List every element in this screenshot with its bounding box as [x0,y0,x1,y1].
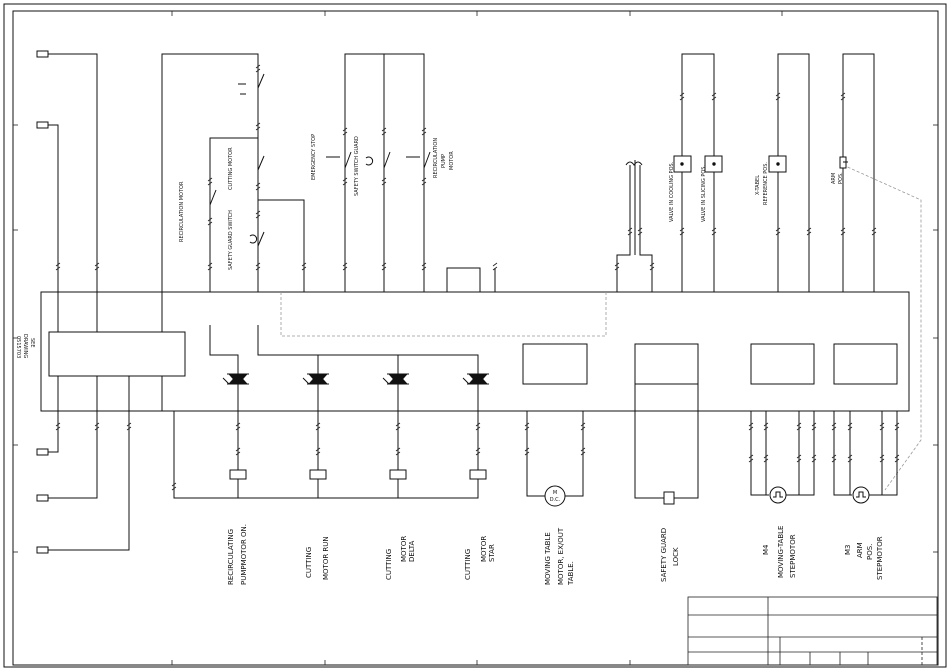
out-m4-1: M4 [762,544,770,555]
out-table-1: MOVING TABLE [544,532,552,585]
module-block-1 [522,343,588,385]
left-terminals [36,50,163,554]
label-safety-guard-switch: SAFETY GUARD SWITCH [228,210,234,270]
out-m3-4: STEPMOTOR [876,536,884,580]
dashed-link-2 [842,164,922,491]
output-circuits [173,384,898,507]
module-block-2 [634,343,699,385]
controller-module [40,291,910,412]
out-m3-1: M3 [844,545,852,556]
module-block-3 [750,343,815,385]
out-recirc-1: RECIRCULATING [227,529,235,585]
out-star-2: MOTOR [480,536,488,562]
out-table-2: MOTOR, EX/OUT [557,527,565,585]
out-lock-2: LOCK [672,547,680,566]
out-lock-1: SAFETY GUARD [660,528,668,582]
label-emergency-stop: EMERGENCY STOP [311,134,317,180]
out-m3-2: ARM [856,542,864,558]
side-ref-3: 0515703 [15,336,21,358]
out-delta-1: CUTTING [385,549,393,580]
valve-sensor-lines [616,53,875,292]
label-valve-slicing: VALVE IN SLICING POS. [701,165,707,222]
label-valve-cooling: VALVE IN COOLING POS. [669,161,675,222]
power-supply-block [48,331,186,377]
side-ref-1: SEE [29,338,35,348]
label-recirc-pump-2: PUMP [441,154,447,168]
dc-motor-m: M [553,490,557,496]
triac-outputs [222,373,489,385]
out-m3-3: POS. [866,544,874,560]
out-m4-3: STEPMOTOR [789,534,797,578]
out-m4-2: MOVING-TABLE [777,526,785,578]
out-star-3: STAR [488,544,496,562]
label-xtable-2: REFERENCE POS. [763,162,769,205]
label-arm-pos-1: ARM [831,173,837,184]
module-block-4 [833,343,898,385]
motor-contacts [161,53,479,411]
title-block [687,596,938,666]
out-delta-2: MOTOR [400,536,408,562]
out-table-3: TABLE. [567,561,575,586]
terminal-markers [55,64,900,491]
out-star-1: CUTTING [464,549,472,580]
frame-ticks [13,11,938,665]
label-recirc-motor: RECIRCULATION MOTOR [179,181,185,242]
label-xtable-1: X-TABEL [755,175,761,195]
dc-motor-dc: D.C. [550,497,561,503]
label-recirc-pump-3: MOTOR [449,151,455,170]
label-recirc-pump-1: RECIRCULATION [433,138,439,178]
dashed-link-1 [280,292,607,337]
side-ref-2: DRAWING [22,334,28,358]
label-cutting-motor: CUTTING MOTOR [228,147,234,190]
out-run-2: MOTOR RUN [322,536,330,580]
inner-frame [12,10,939,666]
label-arm-pos-2: POS. [838,172,844,184]
outer-frame [3,3,947,668]
out-run-1: CUTTING [305,547,313,578]
out-delta-3: DELTA [408,541,416,562]
label-safety-switch-guard: SAFETY SWITCH GUARD [354,136,360,196]
out-recirc-2: PUMPMOTOR ON. [240,524,248,585]
safety-chain [326,53,496,293]
